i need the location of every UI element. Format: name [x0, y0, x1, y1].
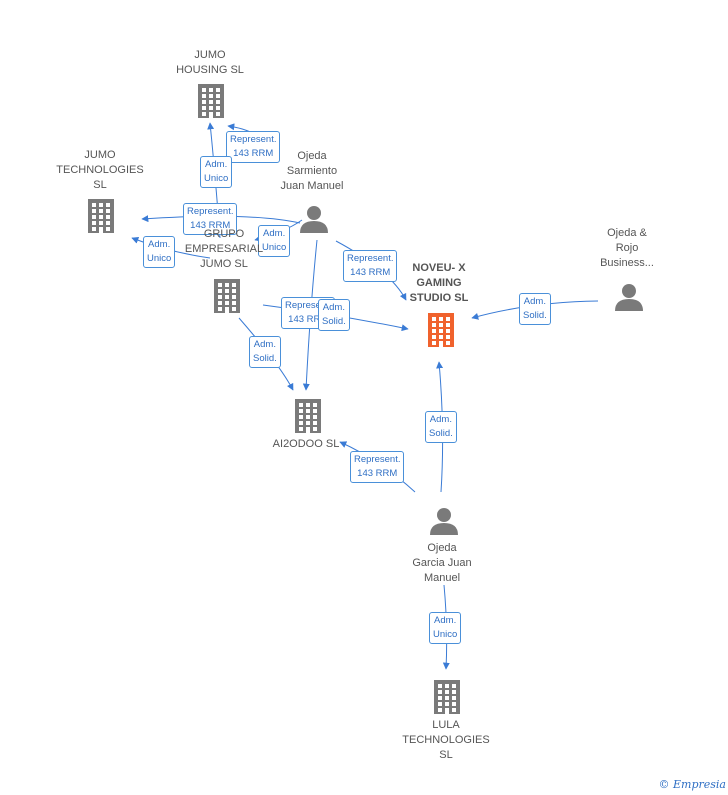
person-icon-ojeda-garcia: [430, 508, 458, 535]
person-icon-ojeda-sarmiento: [300, 206, 328, 233]
edge-label[interactable]: Adm. Unico: [200, 156, 233, 188]
edge-label[interactable]: Represent. 143 RRM: [343, 250, 398, 282]
edge-label[interactable]: Adm. Solid.: [249, 336, 281, 368]
building-icon-grupo-jumo: [214, 279, 240, 313]
building-icon-jumo-tech: [88, 199, 114, 233]
building-icon-ai2odoo: [295, 399, 321, 433]
node-label-lula[interactable]: LULA TECHNOLOGIES SL: [402, 718, 490, 761]
node-label-ai2odoo[interactable]: AI2ODOO SL: [272, 437, 340, 450]
empresia-watermark: © Empresia: [658, 778, 727, 791]
edge-label[interactable]: Adm. Solid.: [318, 299, 350, 331]
node-label-noveu[interactable]: NOVEU- X GAMING STUDIO SL: [409, 261, 469, 304]
building-icon-lula: [434, 680, 460, 714]
node-label-jumo-housing[interactable]: JUMO HOUSING SL: [176, 49, 244, 76]
building-icon-noveu: [428, 313, 454, 347]
node-label-ojeda-rojo[interactable]: Ojeda & Rojo Business...: [600, 226, 654, 269]
edge-label[interactable]: Adm. Unico: [258, 225, 291, 257]
node-label-ojeda-garcia[interactable]: Ojeda Garcia Juan Manuel: [412, 541, 472, 584]
edge-label[interactable]: Adm. Solid.: [519, 293, 551, 325]
node-label-ojeda-sarmiento[interactable]: Ojeda Sarmiento Juan Manuel: [280, 149, 344, 192]
edge-label[interactable]: Represent. 143 RRM: [350, 451, 405, 483]
person-icon-ojeda-rojo: [615, 284, 643, 311]
building-icon-jumo-housing: [198, 84, 224, 118]
edge-label[interactable]: Adm. Unico: [429, 612, 462, 644]
edge-label[interactable]: Represent. 143 RRM: [226, 131, 281, 163]
edge-label[interactable]: Adm. Unico: [143, 236, 176, 268]
edge-label[interactable]: Adm. Solid.: [425, 411, 457, 443]
node-label-grupo-jumo[interactable]: GRUPO EMPRESARIAL JUMO SL: [184, 227, 264, 270]
edge-label[interactable]: Represent. 143 RRM: [183, 203, 238, 235]
node-label-jumo-tech[interactable]: JUMO TECHNOLOGIES SL: [56, 148, 144, 191]
